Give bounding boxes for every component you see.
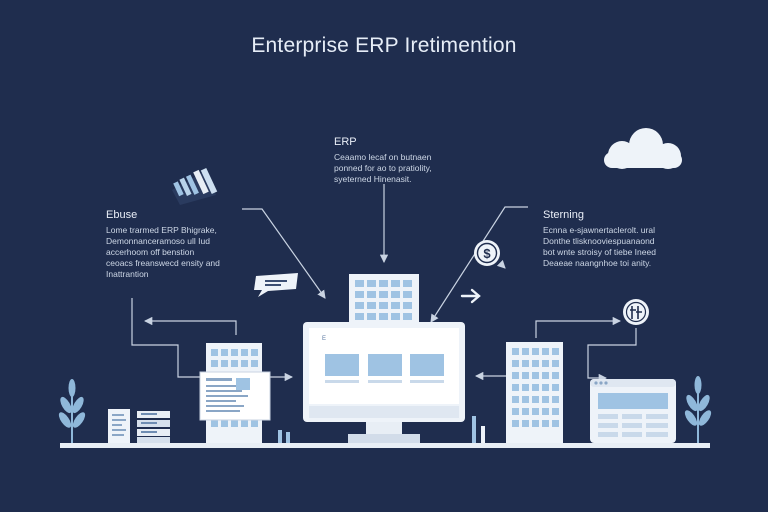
plant-icon-left <box>58 379 86 443</box>
pillar-icons <box>278 416 485 443</box>
connector-right-loop <box>587 328 637 383</box>
text-block-right: Sterning Ecnna e-sjawnertaclerolt. ural … <box>543 209 693 269</box>
chat-bubble-icon <box>254 273 298 297</box>
browser-window-icon <box>590 379 676 443</box>
connector-right-to-coin <box>430 206 528 323</box>
block-right-body: Ecnna e-sjawnertaclerolt. ural Donthe tl… <box>543 225 656 268</box>
dollar-coin-icon: $ <box>474 240 500 266</box>
text-block-top: ERP Ceaamo lecaf on butnaen ponned for a… <box>334 136 464 185</box>
finance-icon <box>623 299 649 325</box>
connector-left-to-monitor <box>242 208 326 299</box>
document-panel-icon <box>199 371 271 421</box>
block-left-body: Lome trarmed ERP Bhigrake, Demonnanceram… <box>106 225 220 279</box>
cloud-icon <box>604 128 682 169</box>
block-right-heading: Sterning <box>543 209 584 221</box>
right-building-icon <box>506 342 563 443</box>
text-block-left: Ebuse Lome trarmed ERP Bhigrake, Demonna… <box>106 209 246 280</box>
diagram-title: Enterprise ERP Iretimention <box>251 34 517 57</box>
ground-line <box>60 443 710 448</box>
monitor-icon <box>303 322 465 443</box>
plant-icon-right <box>684 376 712 443</box>
connector-right-top <box>535 316 622 338</box>
svg-text:$: $ <box>483 246 491 261</box>
block-top-body: Ceaamo lecaf on butnaen ponned for ao to… <box>334 152 432 184</box>
server-icon <box>137 411 170 443</box>
document-icon <box>108 409 130 443</box>
center-tower-building-icon <box>349 274 419 322</box>
arrow-right-icon <box>460 288 481 304</box>
monitor-screen-label: E <box>322 336 327 342</box>
block-left-heading: Ebuse <box>106 209 138 221</box>
connector-coin-link <box>496 259 506 269</box>
chart-icon <box>172 167 218 205</box>
block-top-heading: ERP <box>334 136 357 148</box>
connector-left-top <box>143 316 237 335</box>
